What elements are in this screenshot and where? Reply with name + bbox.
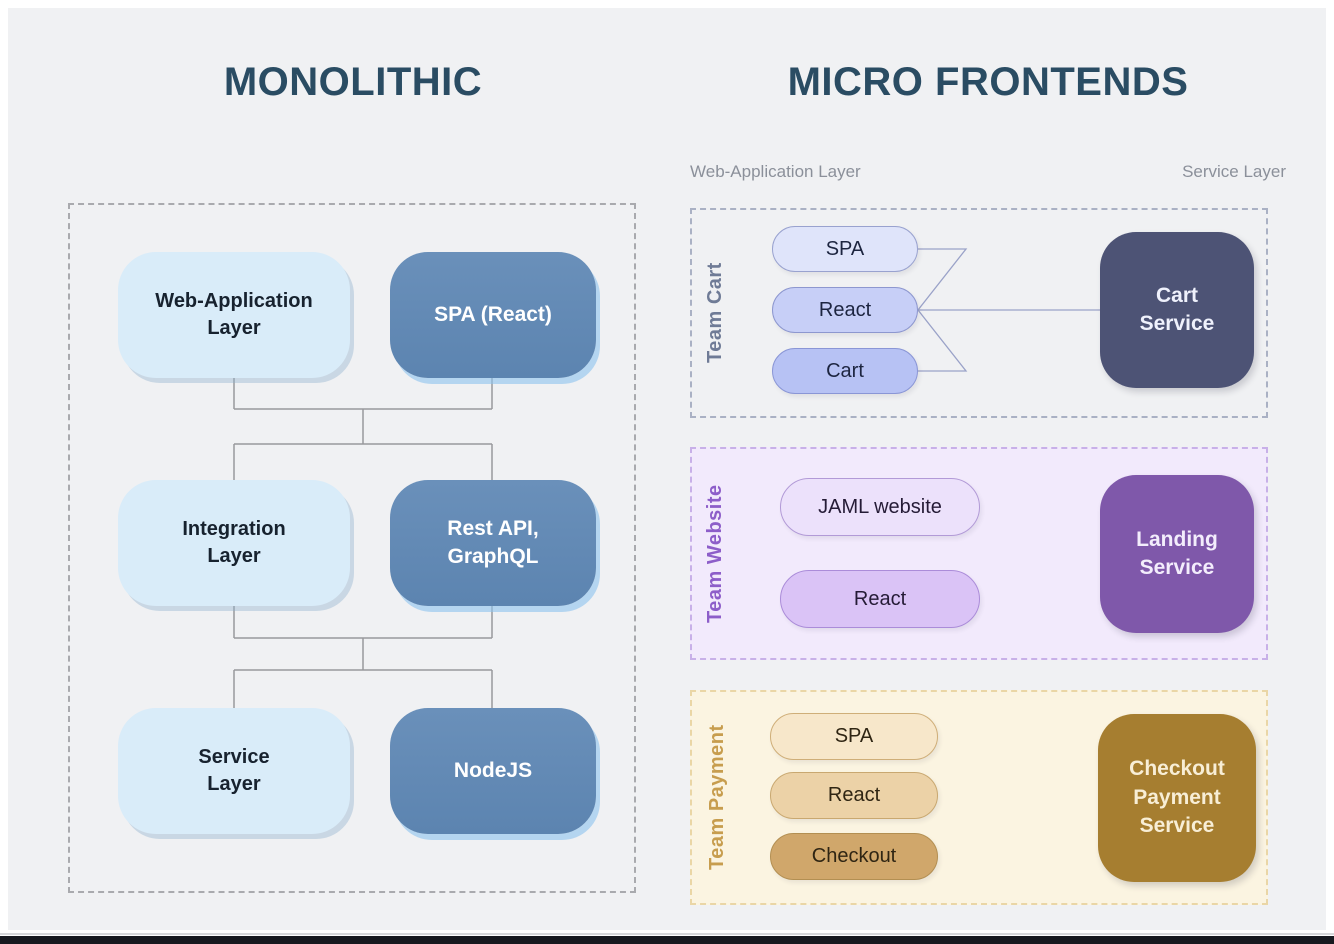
- nodejs-box: NodeJS: [390, 708, 596, 834]
- service-layer-box: Service Layer: [118, 708, 350, 834]
- monolithic-container: [68, 203, 636, 893]
- cart-spa-pill: SPA: [772, 226, 918, 272]
- cart-cart-pill: Cart: [772, 348, 918, 394]
- cart-react-pill: React: [772, 287, 918, 333]
- team-cart-label: Team Cart: [704, 262, 726, 364]
- bottom-hairline: [0, 933, 1334, 935]
- service-layer-column-label: Service Layer: [1182, 162, 1286, 181]
- team-cart-section: [690, 208, 1268, 418]
- payment-checkout-pill: Checkout: [770, 833, 938, 880]
- column-labels: Web-Application Layer Service Layer: [690, 162, 1286, 182]
- web-application-layer-column-label: Web-Application Layer: [690, 162, 861, 181]
- checkout-payment-service-box: Checkout Payment Service: [1098, 714, 1256, 882]
- web-application-layer-box: Web-Application Layer: [118, 252, 350, 378]
- bottom-dark-bar: [0, 936, 1334, 944]
- cart-service-box: Cart Service: [1100, 232, 1254, 388]
- micro-frontends-title: MICRO FRONTENDS: [787, 60, 1189, 104]
- payment-spa-pill: SPA: [770, 713, 938, 760]
- website-jaml-pill: JAML website: [780, 478, 980, 536]
- rest-api-graphql-box: Rest API, GraphQL: [390, 480, 596, 606]
- team-payment-label: Team Payment: [706, 724, 728, 871]
- landing-service-box: Landing Service: [1100, 475, 1254, 633]
- integration-layer-box: Integration Layer: [118, 480, 350, 606]
- team-website-label: Team Website: [704, 484, 726, 623]
- monolithic-title: MONOLITHIC: [223, 60, 483, 104]
- website-react-pill: React: [780, 570, 980, 628]
- payment-react-pill: React: [770, 772, 938, 819]
- spa-react-box: SPA (React): [390, 252, 596, 378]
